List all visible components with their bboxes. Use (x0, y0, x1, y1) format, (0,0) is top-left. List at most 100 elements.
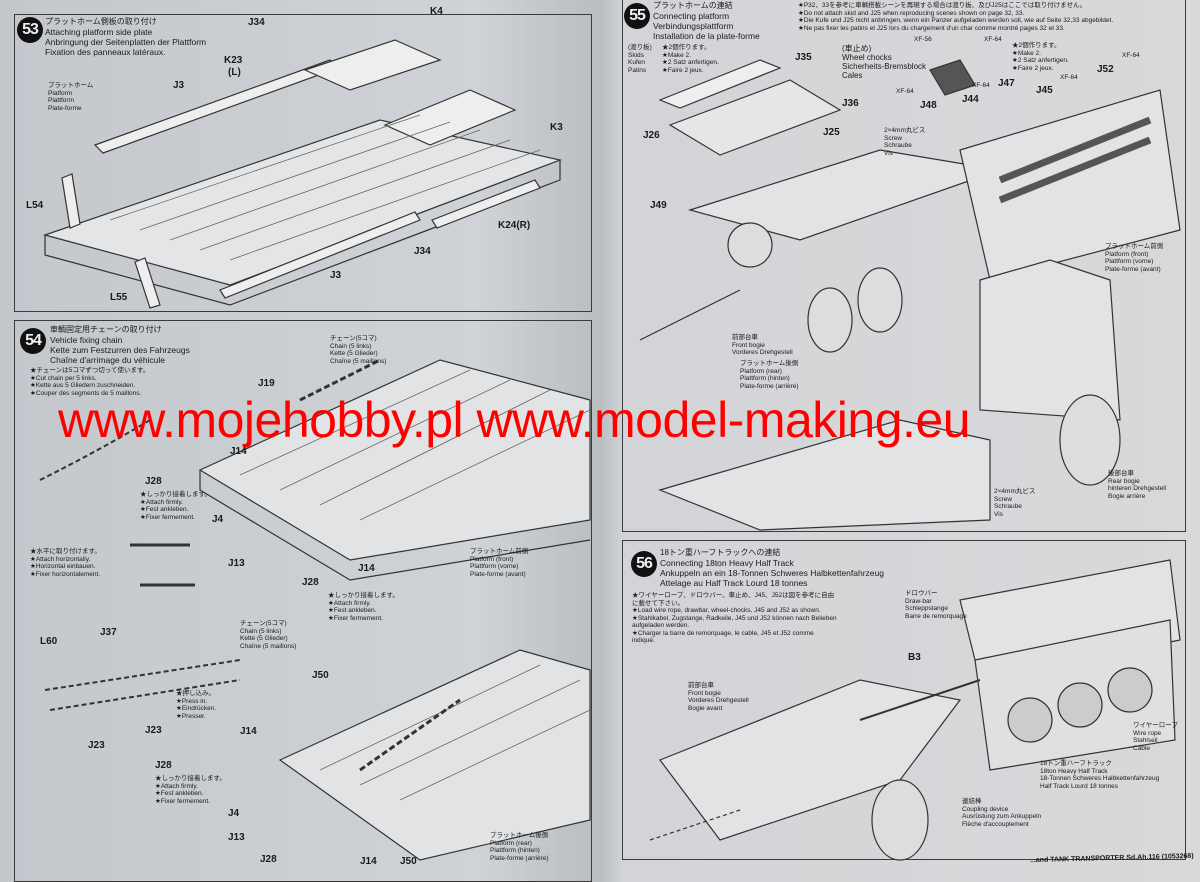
callout-line: Plattform (48, 97, 75, 104)
callout-line: Plattform (vorne) (470, 563, 519, 570)
callout-line: ★2 Satz anfertigen. (1012, 57, 1069, 64)
callout-line: ★Die Kufe und J25 nicht anbringen, wenn … (798, 17, 1114, 24)
part-label: J13 (228, 558, 245, 569)
part-label: J35 (795, 52, 812, 63)
callout-line: Platform (rear) (740, 367, 782, 375)
callout-line: Platform (front) (470, 555, 514, 563)
callout-line: Wire rope (1133, 729, 1162, 737)
callout-line: 18-Tonnen Schweres Halbkettenfahrzeug (1040, 775, 1160, 782)
step-53-title: プラットホーム側板の取り付け Attaching platform side p… (45, 17, 206, 57)
callout-line: ★Attach firmly. (140, 498, 183, 506)
callout-line: ★2 Satz anfertigen. (662, 59, 719, 66)
callout-line: プラットホーム前側 (470, 548, 529, 555)
callout-line: ★2個作ります。 (662, 44, 711, 51)
part-label: J50 (400, 856, 417, 867)
callout-line: Plattform (hinten) (740, 375, 790, 382)
callout-line: Draw-bar (905, 597, 932, 605)
callout-line: Plate-forme (arrière) (490, 854, 549, 862)
attach-firmly-note: ★しっかり接着します。★Attach firmly.★Fest ankleben… (155, 775, 226, 805)
callout-line: ★Make 2. (1012, 49, 1041, 57)
callout-line: Platform (rear) (490, 839, 532, 847)
callout-line: ★Eindrücken. (176, 705, 217, 712)
callout-line: Platform (48, 89, 73, 97)
part-label: K3 (550, 122, 563, 133)
callout-line: ★Fixer fermement. (155, 797, 210, 805)
callout-line: Kufen (628, 59, 645, 66)
callout-line: ★Kette aus 5 Gliedern zuschneiden. (30, 382, 136, 389)
platform-drawing-54 (39, 358, 591, 861)
callout-line: ★しっかり接着します。 (140, 491, 211, 498)
callout-line: Connecting 18ton Heavy Half Track (660, 558, 794, 568)
part-label: J48 (920, 100, 937, 111)
part-label: J25 (823, 127, 840, 138)
callout-line: Plattform (vorne) (1105, 258, 1154, 265)
callout-line: Half Track Lourd 18 tonnes (1040, 782, 1119, 790)
callout-line: Kette (5 Glieder) (240, 635, 288, 642)
callout-line: Kette zum Festzurren des Fahrzeugs (50, 345, 190, 355)
platform-drawing-53 (42, 39, 563, 309)
cut-chain-note: ★チェーンは5コマずつ切って使います。★Cut chain per 5 link… (30, 367, 149, 397)
attach-firmly-note: ★しっかり接着します。★Attach firmly.★Fest ankleben… (328, 592, 399, 622)
callout-line: Skids (628, 51, 644, 59)
part-label: J14 (358, 563, 375, 574)
step-55-note: ★P32、33を参考に車輌搭載シーンを再現する場合は渡り板、及びJ25はここでは… (798, 2, 1113, 32)
callout-line: Ausrüstung zum Ankuppeln (962, 813, 1042, 820)
callout-line: Vis (884, 149, 893, 157)
part-label: J19 (258, 378, 275, 389)
part-label: J26 (643, 130, 660, 141)
callout-line: Vorderes Drehgestell (688, 697, 749, 704)
paint-label: XF-64 (984, 36, 1002, 43)
callout-line: ★Attach horizontally. (30, 555, 91, 563)
callout-line: ★Make 2. (662, 51, 691, 59)
paint-label: XF-56 (914, 36, 932, 43)
callout-line: Attelage au Half Track Lourd 18 tonnes (660, 578, 808, 588)
callout-line: Connecting platform (653, 11, 730, 21)
part-label: J23 (88, 740, 105, 751)
callout-line: ★Fest ankleben. (140, 506, 189, 513)
part-label: J28 (302, 577, 319, 588)
callout-line: Flèche d'accouplement (962, 820, 1029, 828)
callout-line: Vorderes Drehgestell (732, 349, 793, 356)
part-label: J45 (1036, 85, 1053, 96)
callout-line: 前部台車 (688, 682, 714, 689)
horizontal-note: ★水平に取り付けます。★Attach horizontally.★Horizon… (30, 548, 101, 578)
make-2-note: ★2個作ります。★Make 2.★2 Satz anfertigen.★Fair… (1012, 42, 1069, 72)
callout-line: Chaîne (5 maillons) (240, 642, 297, 650)
part-label: J14 (360, 856, 377, 867)
paint-label: XF-64 (1060, 74, 1078, 81)
callout-line: ★しっかり接着します。 (155, 775, 226, 782)
callout-line: Rear bogie (1108, 477, 1140, 485)
part-label: J14 (230, 446, 247, 457)
callout-line: チェーン(5コマ) (330, 335, 377, 342)
callout-line: ★Ne pas fixer les patins et J25 lors du … (798, 24, 1065, 32)
callout-line: チェーン(5コマ) (240, 620, 287, 627)
part-label: L54 (26, 200, 44, 211)
callout-line: ★Attach firmly. (328, 599, 371, 607)
callout-line: プラットホーム後側 (740, 360, 799, 367)
part-label: J50 (312, 670, 329, 681)
part-label: J52 (1097, 64, 1114, 75)
part-label: J47 (998, 78, 1015, 89)
callout-line: 2×4mm丸ビス (994, 488, 1036, 495)
press-note: ★押し込み。★Press in.★Eindrücken.★Presser. (176, 690, 216, 720)
callout-line: ワイヤーロープ (1133, 722, 1178, 729)
callout-line: ドロウバー (905, 590, 938, 597)
part-label: K4 (430, 6, 443, 17)
callout-line: Plate-forme (avant) (470, 570, 526, 578)
title-fr: Fixation des panneaux latéraux. (45, 47, 166, 57)
halftrack-drawing-56 (649, 559, 1181, 861)
callout-line: ★ワイヤーロープ、ドロウバー、車止め、J45、J52は図を参考に自由に載せて下さ… (632, 592, 835, 607)
callout-line: Screw (884, 134, 903, 142)
step-53-number: 53 (17, 17, 43, 43)
